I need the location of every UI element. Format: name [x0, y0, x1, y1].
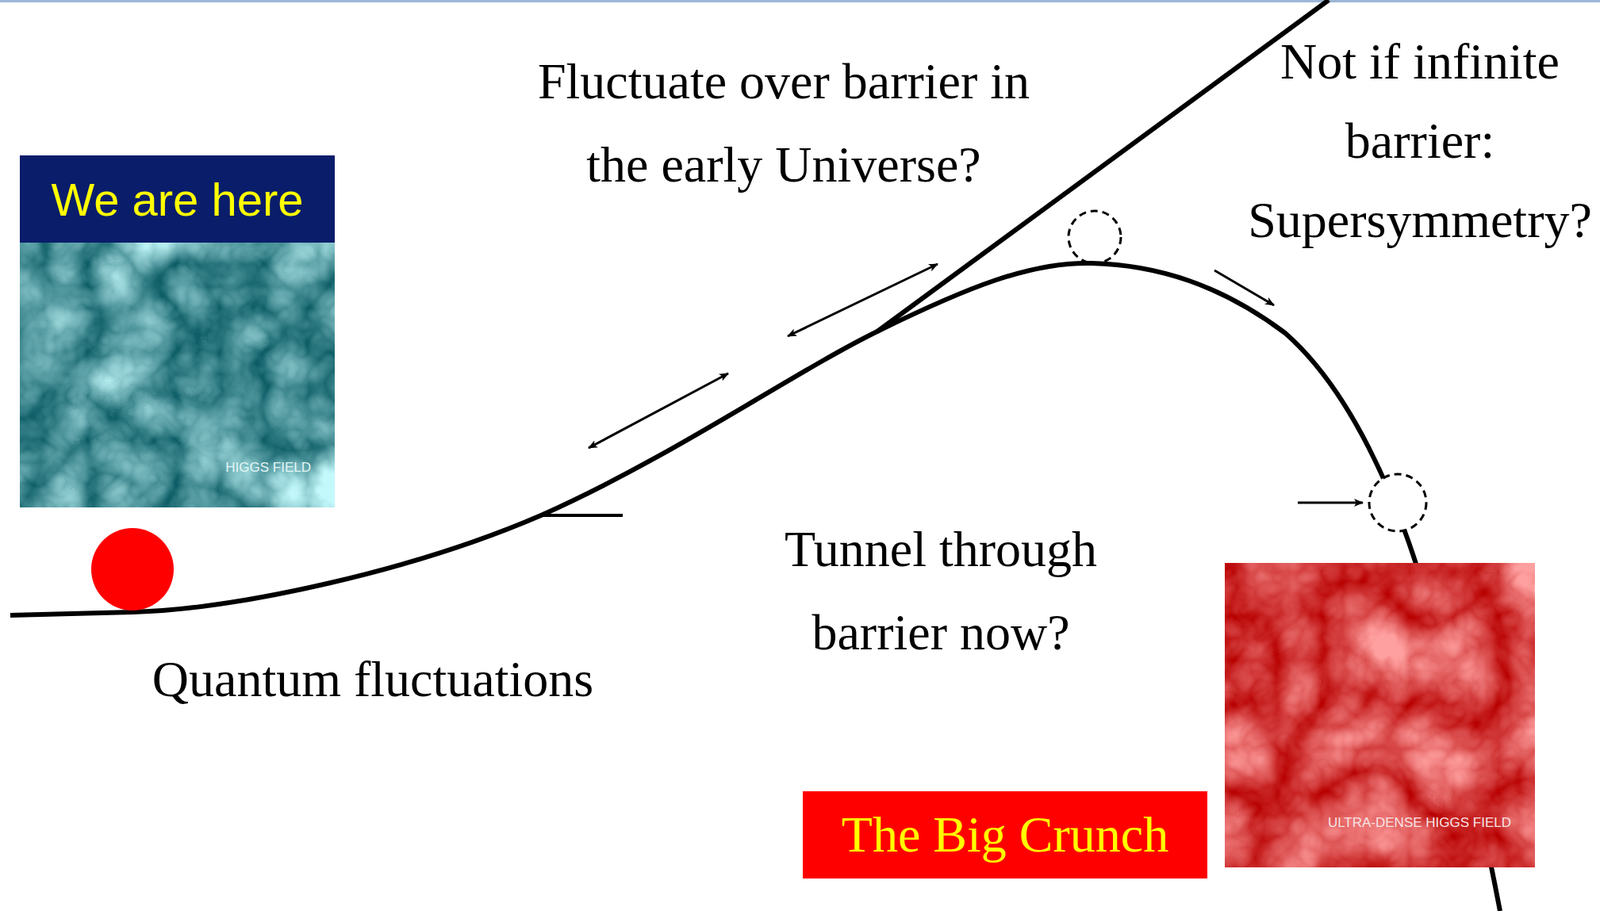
dashed-ball — [1068, 211, 1121, 264]
higgs-texture — [19, 155, 335, 508]
top-rule — [0, 0, 1600, 3]
annotation: Tunnel through barrier now? — [762, 507, 1120, 675]
annotation: Not if infinite barrier: Supersymmetry? — [1245, 22, 1595, 261]
label-band: We are here — [19, 155, 335, 243]
annotation: Fluctuate over barrier in the early Univ… — [506, 39, 1062, 207]
panel-label: We are here — [50, 172, 304, 227]
dashed-ball — [1369, 474, 1427, 532]
image-panel: We are hereHIGGS FIELD — [19, 155, 335, 508]
higgs-texture — [19, 155, 335, 508]
image-panel: ULTRA-DENSE HIGGS FIELD — [1224, 563, 1535, 868]
higgs-ball — [91, 528, 174, 611]
image-caption: HIGGS FIELD — [225, 460, 311, 476]
roll-arrow — [1214, 270, 1274, 306]
fluctuation-arrow — [787, 264, 938, 337]
fluctuation-arrow — [588, 373, 729, 449]
dense-texture — [1224, 563, 1535, 868]
dense-texture — [1224, 563, 1535, 868]
image-caption: ULTRA-DENSE HIGGS FIELD — [1327, 815, 1512, 832]
title-text: The Big Crunch — [841, 805, 1169, 865]
tunnel-arrow — [1297, 502, 1363, 505]
level-tick — [541, 514, 623, 518]
annotation: Quantum fluctuations — [103, 644, 643, 716]
title-box: The Big Crunch — [802, 791, 1208, 879]
